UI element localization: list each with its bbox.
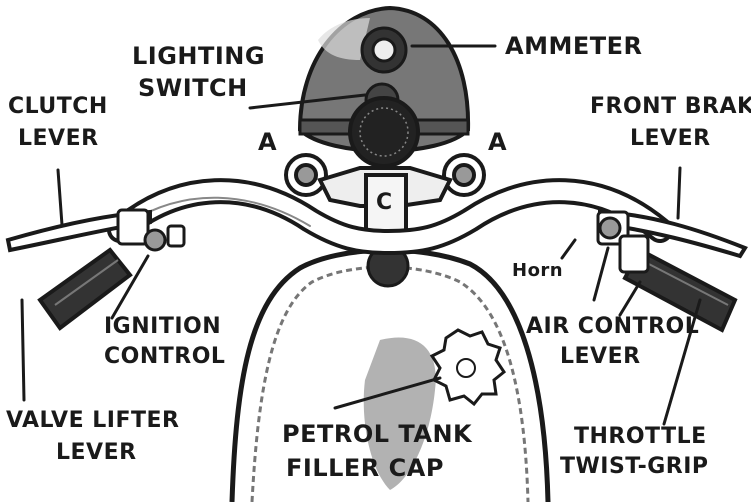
lighting-switch-label-line1: LIGHTING <box>132 44 265 68</box>
ammeter-label: AMMETER <box>505 34 642 58</box>
a-marker-left: A <box>258 130 277 154</box>
horn-label: Horn <box>512 262 563 280</box>
clutch-lever-label-line2: LEVER <box>18 128 99 150</box>
ignition-control-label-line1: IGNITION <box>104 316 221 338</box>
throttle-twist-grip-label-line2: TWIST-GRIP <box>560 456 709 478</box>
filler-cap <box>432 330 504 404</box>
front-brake-lever-label-line1: FRONT BRAKE <box>590 96 751 118</box>
petrol-tank-filler-cap-label-line2: FILLER CAP <box>286 456 444 480</box>
petrol-tank-filler-cap-label-line1: PETROL TANK <box>282 422 472 446</box>
valve-lifter-lever-label-line2: LEVER <box>56 442 137 464</box>
headlamp <box>300 8 468 166</box>
a-marker-right: A <box>488 130 507 154</box>
valve-lifter-lever-label-line1: VALVE LIFTER <box>6 410 179 432</box>
air-control-lever-label-line1: AIR CONTROL <box>526 316 699 338</box>
ignition-control-label-line2: CONTROL <box>104 346 225 368</box>
clutch-lever-label-line1: CLUTCH <box>8 96 108 118</box>
throttle-twist-grip-label-line1: THROTTLE <box>574 426 707 448</box>
lighting-switch-label-line2: SWITCH <box>138 76 248 100</box>
front-brake-lever-label-line2: LEVER <box>630 128 711 150</box>
c-marker: C <box>376 192 393 214</box>
air-control-lever-label-line2: LEVER <box>560 346 641 368</box>
